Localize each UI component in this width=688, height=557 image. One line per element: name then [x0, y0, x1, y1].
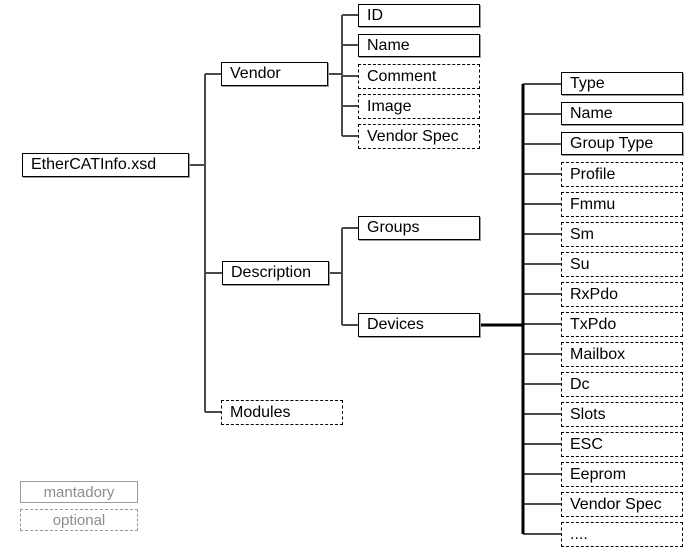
node-label: ID	[367, 6, 383, 24]
node-label: Profile	[570, 165, 616, 183]
node-label: Name	[570, 104, 613, 122]
node-root[interactable]: EtherCATInfo.xsd	[22, 153, 189, 177]
node-label: Modules	[230, 403, 291, 421]
node-description[interactable]: Description	[222, 261, 329, 285]
node-label: RxPdo	[570, 285, 619, 303]
node-label: Mailbox	[570, 345, 626, 363]
node-device-type[interactable]: Type	[561, 72, 683, 95]
node-groups[interactable]: Groups	[358, 216, 480, 240]
node-device-slots[interactable]: Slots	[561, 402, 683, 427]
node-label: Devices	[367, 316, 424, 333]
node-label: Eeprom	[570, 465, 627, 483]
node-label: Image	[367, 97, 412, 115]
node-label: Slots	[570, 405, 606, 423]
node-device-name[interactable]: Name	[561, 102, 683, 125]
node-label: EtherCATInfo.xsd	[31, 156, 157, 173]
node-device-esc[interactable]: ESC	[561, 432, 683, 457]
node-label: Type	[570, 74, 605, 92]
node-vendor-name[interactable]: Name	[358, 34, 480, 57]
node-label: Groups	[367, 219, 420, 236]
node-vendor-id[interactable]: ID	[358, 4, 480, 27]
node-vendor-vendor-spec[interactable]: Vendor Spec	[358, 124, 480, 149]
node-device-fmmu[interactable]: Fmmu	[561, 192, 683, 217]
legend-optional: optional	[20, 509, 138, 531]
node-label: ....	[570, 525, 588, 543]
node-label: Name	[367, 36, 410, 54]
node-vendor[interactable]: Vendor	[221, 62, 328, 86]
node-label: Vendor	[230, 65, 281, 82]
node-device-more[interactable]: ....	[561, 522, 683, 547]
node-label: Group Type	[570, 134, 654, 152]
node-modules[interactable]: Modules	[221, 400, 343, 425]
node-device-dc[interactable]: Dc	[561, 372, 683, 397]
node-label: ESC	[570, 435, 603, 453]
node-vendor-comment[interactable]: Comment	[358, 64, 480, 89]
node-device-rxpdo[interactable]: RxPdo	[561, 282, 683, 307]
node-vendor-image[interactable]: Image	[358, 94, 480, 119]
legend-label: optional	[52, 511, 106, 529]
node-device-eeprom[interactable]: Eeprom	[561, 462, 683, 487]
node-devices[interactable]: Devices	[358, 313, 480, 337]
node-label: Comment	[367, 67, 437, 85]
node-device-profile[interactable]: Profile	[561, 162, 683, 187]
node-label: Sm	[570, 225, 594, 243]
node-label: Su	[570, 255, 590, 273]
node-label: TxPdo	[570, 315, 617, 333]
node-label: Vendor Spec	[367, 127, 459, 145]
node-device-mailbox[interactable]: Mailbox	[561, 342, 683, 367]
legend-mandatory: mantadory	[20, 481, 138, 503]
node-label: Fmmu	[570, 195, 616, 213]
node-device-su[interactable]: Su	[561, 252, 683, 277]
node-device-sm[interactable]: Sm	[561, 222, 683, 247]
legend-label: mantadory	[43, 483, 115, 501]
node-device-txpdo[interactable]: TxPdo	[561, 312, 683, 337]
node-label: Vendor Spec	[570, 495, 662, 513]
node-label: Dc	[570, 375, 590, 393]
node-label: Description	[231, 264, 312, 281]
node-device-group-type[interactable]: Group Type	[561, 132, 683, 155]
node-device-vendor-spec[interactable]: Vendor Spec	[561, 492, 683, 517]
